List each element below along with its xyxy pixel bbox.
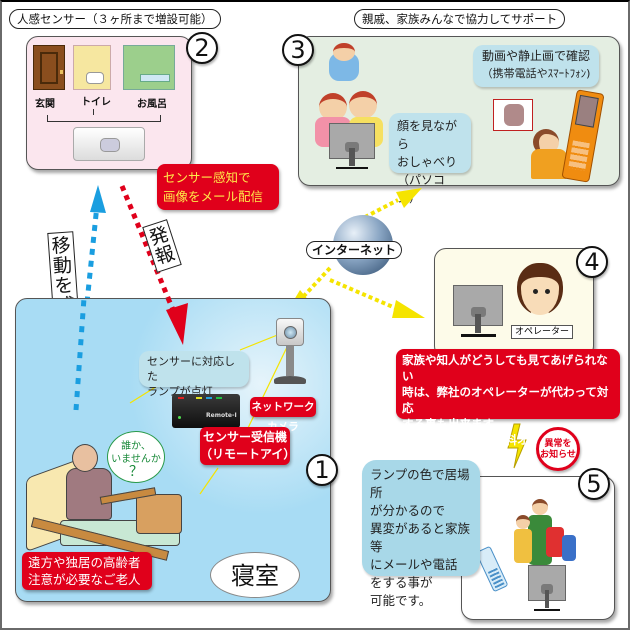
internet-arrow-operator xyxy=(329,278,401,312)
receiver-label: センサー受信機 （リモートアイ） xyxy=(200,427,296,465)
elderly-label-line: 注意が必要なご老人 xyxy=(28,572,141,587)
bubble-notify-line: 可能です。 xyxy=(370,593,432,608)
detect-arrow-head xyxy=(90,185,106,213)
sensor-receiver-device: Remote-I xyxy=(172,394,240,428)
receiver-label-line: センサー受信機 xyxy=(202,430,287,444)
step-number-4: 4 xyxy=(576,246,608,278)
bubble-notify-line: にメールや電話 xyxy=(370,557,458,572)
speech-line: いませんか xyxy=(111,454,161,465)
alert-badge-line: お知らせ xyxy=(540,450,576,460)
bubble-pc-chat: 顔を見ながら おしゃべり （パソコン） xyxy=(389,113,471,205)
camera-base xyxy=(274,376,306,384)
door-image xyxy=(33,45,65,90)
alert-badge: 異常を お知らせ xyxy=(536,427,580,471)
connector-bracket xyxy=(47,115,161,122)
panel-family: 顔を見ながら おしゃべり （パソコン） 動画や静止画で確認 （携帯電話やｽﾏｰﾄ… xyxy=(298,36,620,205)
father-face xyxy=(349,91,377,119)
network-camera-icon xyxy=(276,318,304,346)
alarm-arrow-line xyxy=(119,185,176,311)
room-label-bath: お風呂 xyxy=(137,99,167,110)
panel-sensors: 玄関 トイレ お風呂 xyxy=(26,36,192,170)
bubble-pc-line: 顔を見ながら xyxy=(397,119,458,151)
notify-monitor xyxy=(528,565,566,611)
operator-notice-line: 時は、弊社のオペレーターが代わって対応 xyxy=(402,385,609,415)
internet-arrow-family-head xyxy=(396,188,422,208)
operator-notice-line: する事も出来ます。 xyxy=(402,417,505,431)
step-number-1: 1 xyxy=(306,454,338,486)
elderly-label: 遠方や独居の高齢者 注意が必要なご老人 xyxy=(22,552,152,590)
internet-arrow-operator-head xyxy=(392,300,425,318)
toilet-image xyxy=(73,45,111,90)
elderly-face xyxy=(72,444,98,472)
video-preview-image xyxy=(493,99,533,131)
motion-sensor-device xyxy=(73,127,145,161)
operator-monitor xyxy=(453,285,503,337)
speech-line: ？ xyxy=(129,464,143,480)
pc-monitor xyxy=(329,123,375,169)
elderly-person xyxy=(66,468,112,520)
bath-image xyxy=(123,45,175,90)
girl-figure-head xyxy=(516,515,530,529)
room-label-entrance: 玄関 xyxy=(35,99,55,110)
step-number-3: 3 xyxy=(282,34,314,66)
elderly-label-line: 遠方や独居の高齢者 xyxy=(28,555,141,570)
speech-bubble: 誰か、 いませんか ？ xyxy=(107,431,165,483)
girl-figure xyxy=(514,529,532,563)
boy-figure xyxy=(546,527,564,557)
operator-notice-line: 家族や知人がどうしても見てあげられない xyxy=(402,353,608,383)
room-label-bedroom: 寝室 xyxy=(210,552,300,598)
step-number-5: 5 xyxy=(578,468,610,500)
bubble-pc-line: おしゃべり xyxy=(397,155,458,169)
alert-badge-line: 異常を xyxy=(544,439,572,449)
bubble-notify-line: ランプの色で居場所 xyxy=(370,467,470,500)
panel-notify xyxy=(461,476,615,620)
internet-label: インターネット xyxy=(306,241,403,259)
bubble-notify-info: ランプの色で居場所 が分かるので 異変があると家族等 にメールや電話 をする事が… xyxy=(362,460,480,608)
room-label-toilet: トイレ xyxy=(81,97,111,108)
mail-notice-box: センサー感知で 画像をメール配信 xyxy=(157,164,279,210)
operator-label: オペレーター xyxy=(511,325,574,339)
mail-notice-line: センサー感知で xyxy=(163,170,251,185)
bubble-mobile-line: 動画や静止画で確認 xyxy=(481,49,590,63)
connector-stem xyxy=(93,109,94,115)
bubble-notify-line: 異変があると家族等 xyxy=(370,521,471,554)
mother-face xyxy=(319,93,347,121)
detect-arrow-line xyxy=(73,204,100,411)
father-figure-head xyxy=(532,499,548,515)
receiver-brand: Remote-I xyxy=(206,412,237,419)
bubble-notify-line: をする事が xyxy=(370,575,433,590)
sensor-heading: 人感センサー（３ヶ所まで増設可能） xyxy=(9,9,221,29)
speech-line: 誰か、 xyxy=(121,441,151,452)
receiver-label-line: （リモートアイ） xyxy=(200,447,296,461)
step-number-2: 2 xyxy=(186,32,218,64)
camera-label: ネットワークカメラ xyxy=(250,397,316,433)
small-boy-figure xyxy=(562,535,576,561)
bubble-lamp-lit: センサーに対応した ランプが点灯 xyxy=(139,351,249,398)
mail-notice-line: 画像をメール配信 xyxy=(163,189,264,204)
family-heading: 親戚、家族みんなで協力してサポート xyxy=(354,9,566,29)
lightning-bolt-icon xyxy=(507,423,527,469)
bubble-mobile-check: 動画や静止画で確認 （携帯電話やｽﾏｰﾄﾌｫﾝ) xyxy=(473,45,599,87)
bed-footboard xyxy=(136,494,182,534)
bubble-lamp-line: センサーに対応した xyxy=(147,355,235,383)
bubble-notify-line: が分かるので xyxy=(370,503,446,518)
bubble-mobile-line: （携帯電話やｽﾏｰﾄﾌｫﾝ) xyxy=(481,67,591,80)
child-face xyxy=(333,43,355,61)
camera-stand xyxy=(286,346,294,376)
woman-body xyxy=(531,149,567,179)
operator-face xyxy=(517,263,563,315)
panel-operator: オペレーター xyxy=(434,248,594,358)
